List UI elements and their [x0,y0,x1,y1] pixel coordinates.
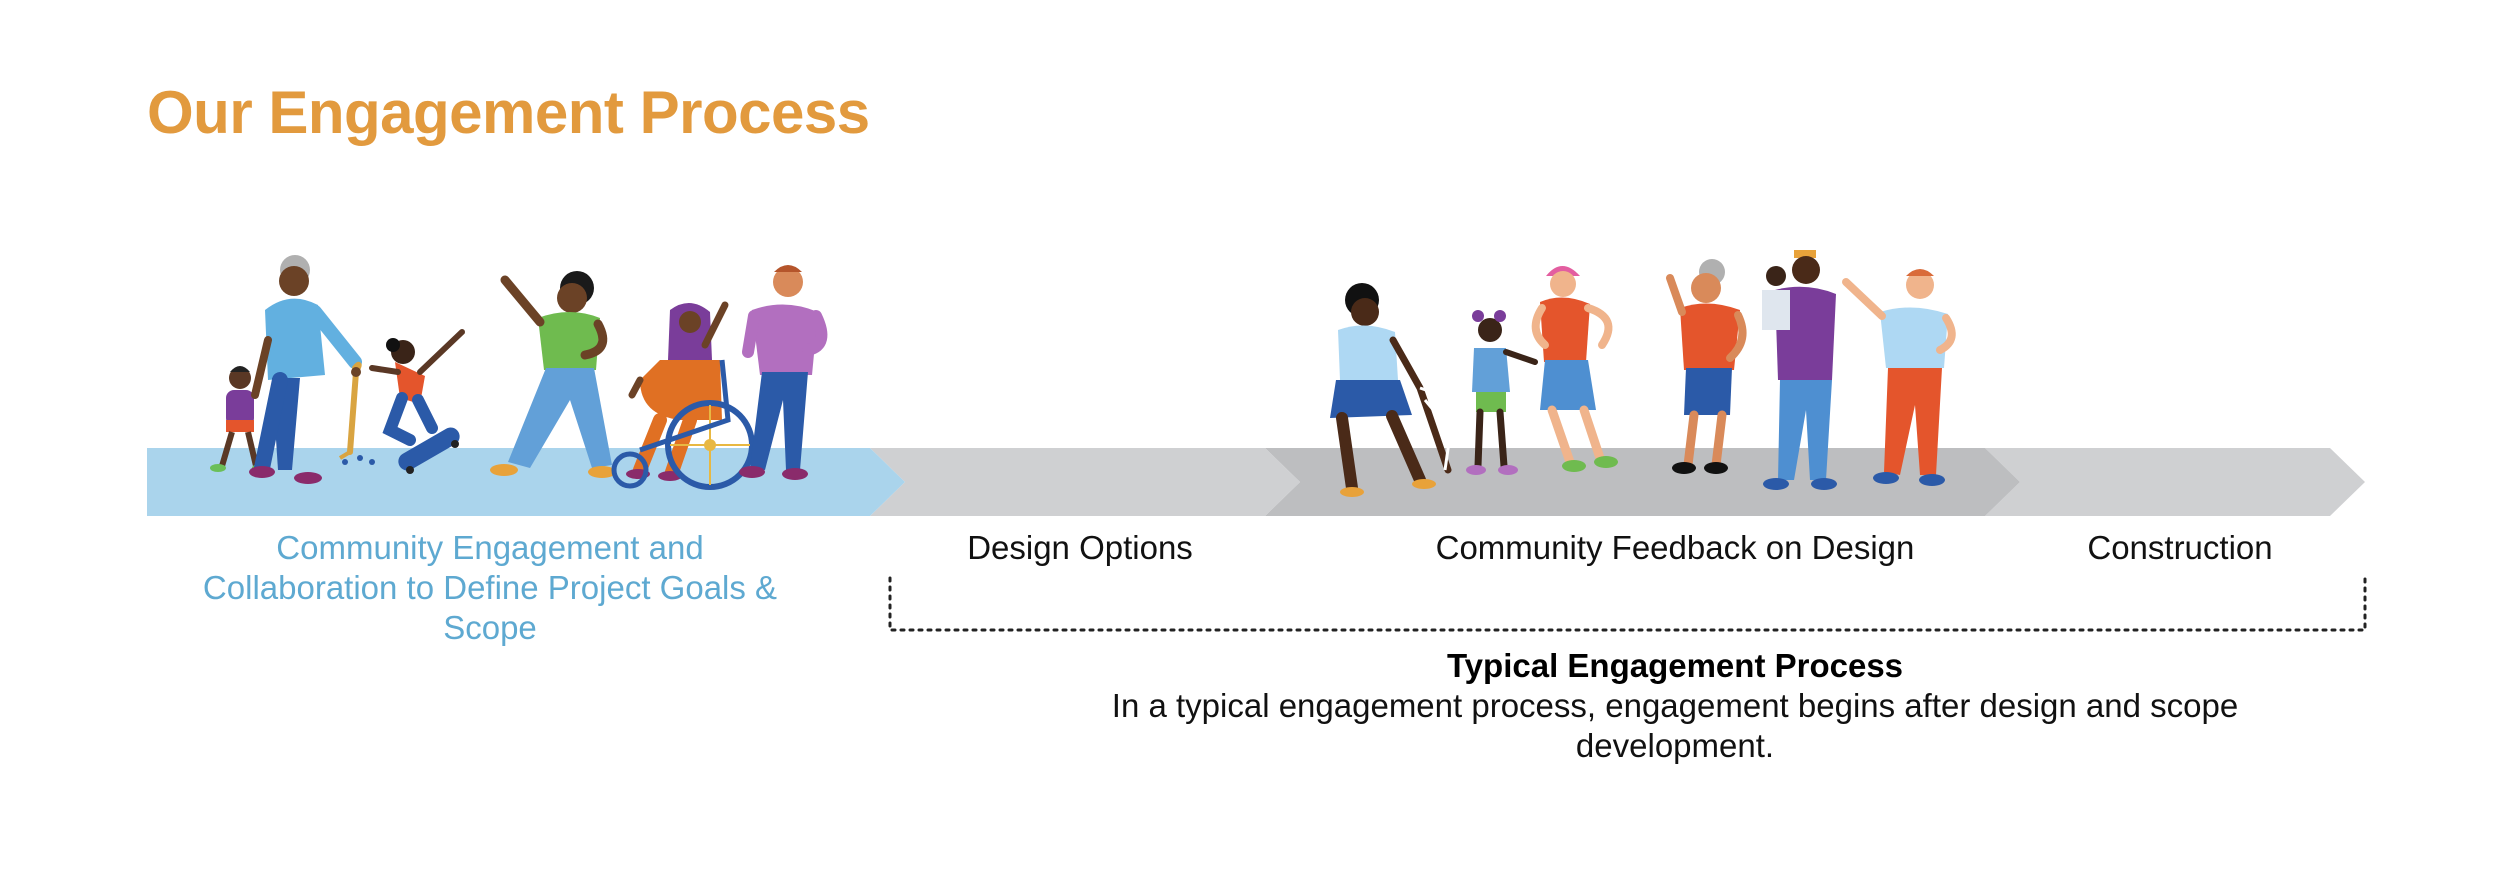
waving-man-figure [1842,269,1956,486]
typical-process-title: Typical Engagement Process [1446,647,1904,684]
elder-figure [249,255,362,484]
stage-label-2: Design Options [967,529,1193,566]
pink-hair-figure [1531,266,1618,472]
typical-process-bracket [888,576,2367,632]
grey-hair-figure [1666,259,1747,474]
stage-label-1: Community Engagement and Collaboration t… [202,529,778,646]
stage-arrow-4 [1985,448,2365,516]
stage-label-3: Community Feedback on Design [1435,529,1915,566]
stage-arrow-1 [147,448,905,516]
skater-figure [342,329,465,474]
page-title: Our Engagement Process [147,79,870,146]
stage-arrow-2 [870,448,1300,516]
stage-arrow-3 [1265,448,2020,516]
child-figure [210,366,268,472]
man-figure-purple [739,265,828,480]
community-people-illustration-2 [1330,250,1956,497]
wheelchair-user-figure [611,301,755,490]
dancer-figure [490,271,616,478]
parent-child-figure [1762,250,1837,490]
stage-label-4: Construction [2087,529,2273,566]
typical-process-description: In a typical engagement process, engagem… [1111,687,2239,764]
community-people-illustration-1 [210,255,828,490]
girl-figure [1466,310,1538,475]
woman-cane-figure [1330,283,1457,497]
